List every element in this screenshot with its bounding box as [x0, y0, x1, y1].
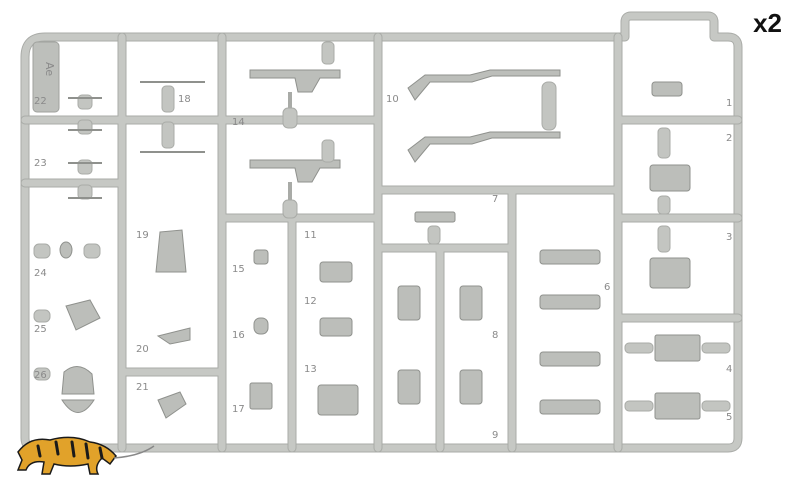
part-number: 3 — [726, 232, 732, 243]
part-14-machine-guns — [249, 41, 341, 219]
part-number: 4 — [726, 364, 732, 375]
part-22-23-brackets — [68, 94, 102, 200]
part-6-pouches — [539, 249, 601, 415]
part-19-20-21 — [155, 229, 191, 419]
part-10-rifles — [407, 69, 561, 163]
part-7-8-9-straps — [397, 211, 483, 405]
part-2-3-boxes — [649, 127, 691, 289]
part-number: 19 — [136, 230, 149, 241]
part-number: 13 — [304, 364, 317, 375]
tiger-logo-icon — [16, 436, 155, 475]
quantity-label: x2 — [753, 8, 782, 38]
part-number: 5 — [726, 412, 732, 423]
part-number: 26 — [34, 370, 47, 381]
part-number: 6 — [604, 282, 610, 293]
part-number: 10 — [386, 94, 399, 105]
part-15-16-17 — [249, 249, 273, 410]
part-number: 23 — [34, 158, 47, 169]
part-1 — [651, 81, 683, 97]
part-number: 7 — [492, 194, 498, 205]
part-number: 1 — [726, 98, 732, 109]
part-number: 18 — [178, 94, 191, 105]
part-number: 24 — [34, 268, 47, 279]
part-number: 16 — [232, 330, 245, 341]
part-number: 12 — [304, 296, 317, 307]
part-number: 9 — [492, 430, 498, 441]
part-number: 8 — [492, 330, 498, 341]
part-number-labels: 1 2 3 4 5 6 7 8 9 10 11 12 13 14 15 16 1… — [34, 94, 732, 441]
part-number: 22 — [34, 96, 47, 107]
part-12-13-pouches — [317, 261, 359, 416]
part-number: 2 — [726, 133, 732, 144]
part-18-bayonets — [140, 81, 205, 153]
sprue-runners — [20, 32, 743, 453]
sprue-letter-tab: Ae — [32, 41, 60, 113]
part-number: 25 — [34, 324, 47, 335]
part-number: 17 — [232, 404, 245, 415]
part-24-25-26 — [33, 241, 101, 413]
part-number: 21 — [136, 382, 149, 393]
part-number: 15 — [232, 264, 245, 275]
part-number: 14 — [232, 117, 245, 128]
sprue-outer-frame — [20, 11, 743, 453]
sprue-letter: Ae — [43, 62, 56, 76]
part-number: 20 — [136, 344, 149, 355]
part-number: 11 — [304, 230, 317, 241]
part-4-5-plates — [624, 334, 731, 420]
